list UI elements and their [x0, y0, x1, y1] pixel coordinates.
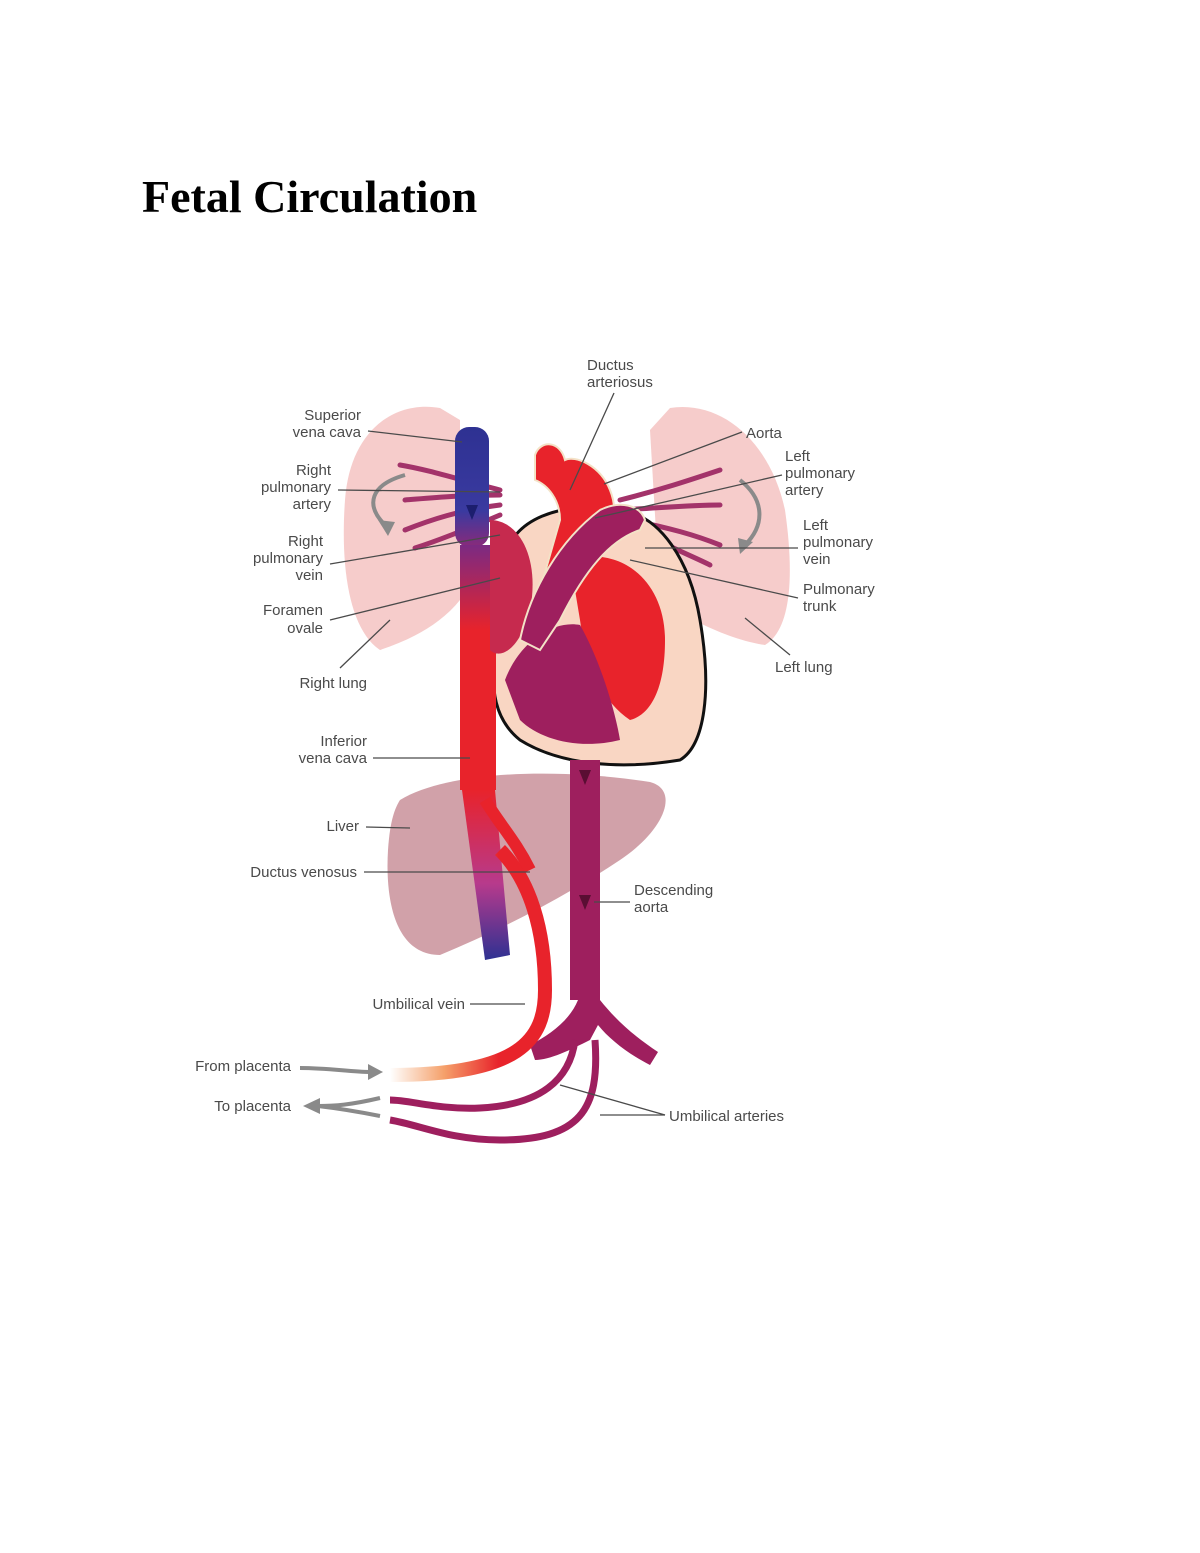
svg-text:Ductus: Ductus: [587, 357, 634, 374]
to-placenta-arrow-lower: [318, 1106, 380, 1116]
label-descending-aorta: Descending aorta: [634, 882, 713, 916]
svg-text:aorta: aorta: [634, 899, 669, 916]
svg-text:To placenta: To placenta: [214, 1098, 291, 1115]
svg-text:vena cava: vena cava: [293, 424, 362, 441]
svg-text:Liver: Liver: [326, 818, 359, 835]
label-right-pulmonary-vein: Right pulmonary vein: [253, 533, 324, 584]
label-pulmonary-trunk: Pulmonary trunk: [803, 581, 875, 615]
label-to-placenta: To placenta: [214, 1098, 291, 1115]
svg-text:Umbilical arteries: Umbilical arteries: [669, 1108, 784, 1125]
label-inferior-vena-cava: Inferior vena cava: [299, 733, 368, 767]
svg-text:pulmonary: pulmonary: [253, 550, 324, 567]
svg-text:vein: vein: [803, 551, 831, 568]
svg-text:Right: Right: [296, 462, 332, 479]
svg-text:Foramen: Foramen: [263, 602, 323, 619]
svg-text:Aorta: Aorta: [746, 425, 783, 442]
label-left-lung: Left lung: [775, 659, 833, 676]
label-right-lung: Right lung: [299, 675, 367, 692]
svg-text:Inferior: Inferior: [320, 733, 367, 750]
svg-text:arteriosus: arteriosus: [587, 374, 653, 391]
svg-text:Left: Left: [803, 517, 829, 534]
svg-text:Umbilical vein: Umbilical vein: [372, 996, 465, 1013]
svg-text:Left lung: Left lung: [775, 659, 833, 676]
svg-text:pulmonary: pulmonary: [785, 465, 856, 482]
svg-text:ovale: ovale: [287, 620, 323, 637]
svg-text:vein: vein: [295, 567, 323, 584]
svg-text:Right lung: Right lung: [299, 675, 367, 692]
label-umbilical-arteries: Umbilical arteries: [669, 1108, 784, 1125]
label-ductus-venosus: Ductus venosus: [250, 864, 357, 881]
label-umbilical-vein: Umbilical vein: [372, 996, 465, 1013]
svg-text:From placenta: From placenta: [195, 1058, 292, 1075]
label-foramen-ovale: Foramen ovale: [263, 602, 323, 637]
label-right-pulmonary-artery: Right pulmonary artery: [261, 462, 332, 513]
superior-vena-cava-vessel: [455, 427, 489, 547]
svg-text:Ductus venosus: Ductus venosus: [250, 864, 357, 881]
from-placenta-arrowhead: [368, 1064, 383, 1080]
label-superior-vena-cava: Superior vena cava: [293, 407, 362, 441]
svg-text:trunk: trunk: [803, 598, 837, 615]
svg-text:artery: artery: [785, 482, 824, 499]
to-placenta-arrow: [318, 1098, 380, 1106]
svg-text:pulmonary: pulmonary: [261, 479, 332, 496]
svg-text:vena cava: vena cava: [299, 750, 368, 767]
to-placenta-arrowhead: [303, 1098, 320, 1114]
svg-text:Pulmonary: Pulmonary: [803, 581, 875, 598]
svg-text:Right: Right: [288, 533, 324, 550]
svg-text:artery: artery: [293, 496, 332, 513]
label-ductus-arteriosus: Ductus arteriosus: [587, 357, 653, 391]
label-from-placenta: From placenta: [195, 1058, 292, 1075]
label-liver: Liver: [326, 818, 359, 835]
svg-text:pulmonary: pulmonary: [803, 534, 874, 551]
from-placenta-arrow: [300, 1068, 370, 1072]
svg-text:Descending: Descending: [634, 882, 713, 899]
svg-text:Superior: Superior: [304, 407, 361, 424]
label-aorta: Aorta: [746, 425, 783, 442]
label-left-pulmonary-vein: Left pulmonary vein: [803, 517, 874, 568]
label-left-pulmonary-artery: Left pulmonary artery: [785, 448, 856, 499]
svg-text:Left: Left: [785, 448, 811, 465]
right-lung-shape: [344, 407, 460, 650]
